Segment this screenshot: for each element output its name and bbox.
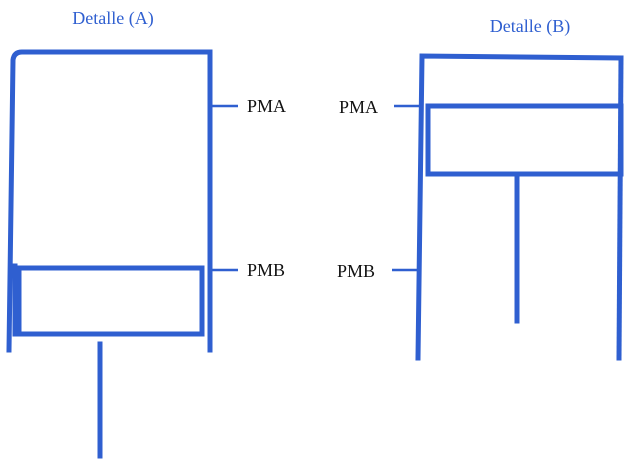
detail-a-pmb-label: PMB — [247, 260, 285, 280]
detail-a-title: Detalle (A) — [72, 8, 153, 29]
detail-a-pma-label: PMA — [247, 96, 286, 116]
detail-b-title: Detalle (B) — [490, 16, 570, 37]
detail-a-group: Detalle (A) PMA PMB — [6, 8, 286, 459]
detail-b-cylinder-wall — [415, 53, 624, 361]
detail-b-piston — [425, 103, 624, 177]
detail-b-pma-label: PMA — [339, 97, 378, 117]
detail-b-pmb-label: PMB — [337, 261, 375, 281]
detail-b-group: Detalle (B) PMA PMB — [337, 16, 624, 361]
detail-a-cylinder-wall — [6, 49, 213, 353]
detail-b-cylinder-right-wall — [616, 55, 624, 361]
detail-a-piston — [16, 265, 205, 337]
